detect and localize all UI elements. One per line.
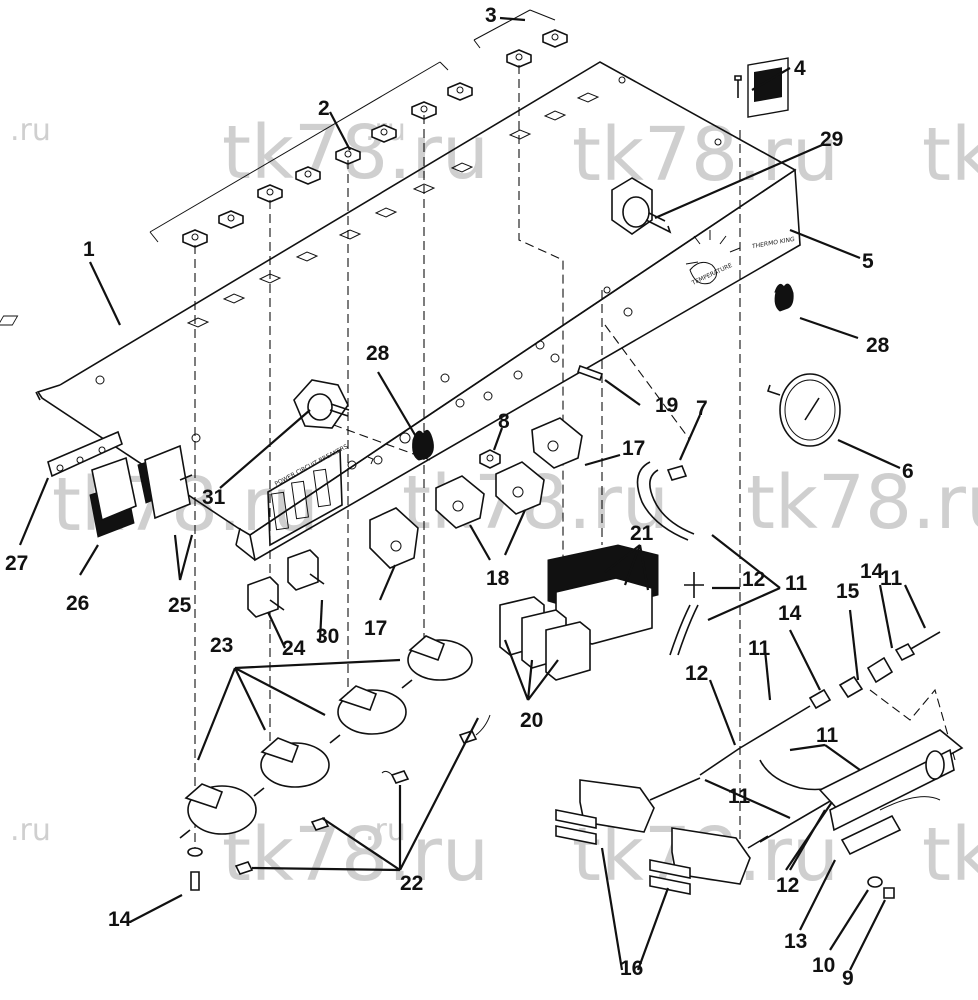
nut-8 <box>479 449 501 469</box>
callout-16: 16 <box>620 957 643 980</box>
callout-2: 2 <box>318 97 330 120</box>
callout-30: 30 <box>316 625 339 648</box>
watermark: tk78.ru <box>572 112 839 198</box>
front-face-holes <box>347 286 633 470</box>
callout-11: 11 <box>816 724 839 747</box>
callout-22: 22 <box>400 872 423 895</box>
screw <box>734 75 742 98</box>
callout-24: 24 <box>282 637 306 660</box>
top-plate-holes <box>95 76 722 443</box>
sensor-bracket <box>818 729 964 856</box>
solenoid-valves <box>179 635 473 839</box>
callout-19: 19 <box>655 394 678 417</box>
callout-14: 14 <box>778 602 802 625</box>
screw-bottom <box>187 847 203 891</box>
watermark-small: .ru <box>10 813 51 848</box>
callout-12: 12 <box>685 662 708 685</box>
callout-6: 6 <box>902 460 914 483</box>
thermostat-knob <box>611 177 672 235</box>
callout-26: 26 <box>66 592 89 615</box>
logo-mark: TK <box>756 197 789 228</box>
callout-20: 20 <box>520 709 543 732</box>
callout-11: 11 <box>748 637 771 660</box>
callout-28: 28 <box>366 342 390 365</box>
callout-4: 4 <box>794 57 806 80</box>
callout-31: 31 <box>202 486 226 509</box>
relays <box>499 544 659 681</box>
callout-18: 18 <box>486 567 510 590</box>
watermark: tk78.ru <box>222 812 489 898</box>
thermostat-knob-left <box>293 379 350 429</box>
watermark: tk78.ru <box>746 460 978 546</box>
callout-28: 28 <box>866 334 890 357</box>
callout-8: 8 <box>498 410 510 433</box>
watermark: tk78.ru <box>922 812 978 898</box>
callout-27: 27 <box>5 552 28 575</box>
callout-29: 29 <box>820 128 843 151</box>
callout-12: 12 <box>776 874 799 897</box>
relay-sockets <box>369 417 583 569</box>
callout-15: 15 <box>836 580 860 603</box>
coil-brackets <box>555 779 751 895</box>
callout-14: 14 <box>108 908 132 931</box>
hose <box>636 461 699 656</box>
callout-5: 5 <box>862 250 874 273</box>
watermark: tk78.ru <box>922 112 978 198</box>
callout-11: 11 <box>785 572 808 595</box>
callout-11: 11 <box>728 785 751 808</box>
callout-23: 23 <box>210 634 233 657</box>
screw-washer <box>867 876 895 899</box>
leader-lines <box>18 16 926 971</box>
callout-13: 13 <box>784 930 807 953</box>
tee-fitting <box>684 572 704 598</box>
callout-3: 3 <box>485 4 497 27</box>
callout-7: 7 <box>696 397 708 420</box>
circuit-breakers <box>47 430 193 538</box>
callout-1: 1 <box>83 238 95 261</box>
temperature-label: TEMPERATURE <box>690 262 734 287</box>
callout-17: 17 <box>364 617 387 640</box>
callout-14: 14 <box>860 560 884 583</box>
callout-9: 9 <box>842 967 854 990</box>
pressure-gauge <box>766 373 841 447</box>
callout-17: 17 <box>622 437 645 460</box>
logo-caption: THERMO KING <box>751 236 795 251</box>
knob-handle <box>412 283 794 461</box>
toggle-switches <box>247 549 325 618</box>
callout-25: 25 <box>168 594 192 617</box>
callout-labels: 1 2 3 4 5 6 7 8 9 10 11 11 11 11 11 12 1… <box>5 4 914 990</box>
temperature-symbol: TEMPERATURE <box>685 230 741 287</box>
callout-12: 12 <box>742 568 765 591</box>
watermark-small: .ru <box>10 113 51 148</box>
callout-21: 21 <box>630 522 654 545</box>
callout-11: 11 <box>880 567 903 590</box>
alignment-lines <box>194 65 956 870</box>
callout-10: 10 <box>812 954 835 977</box>
screw-19 <box>576 364 604 382</box>
